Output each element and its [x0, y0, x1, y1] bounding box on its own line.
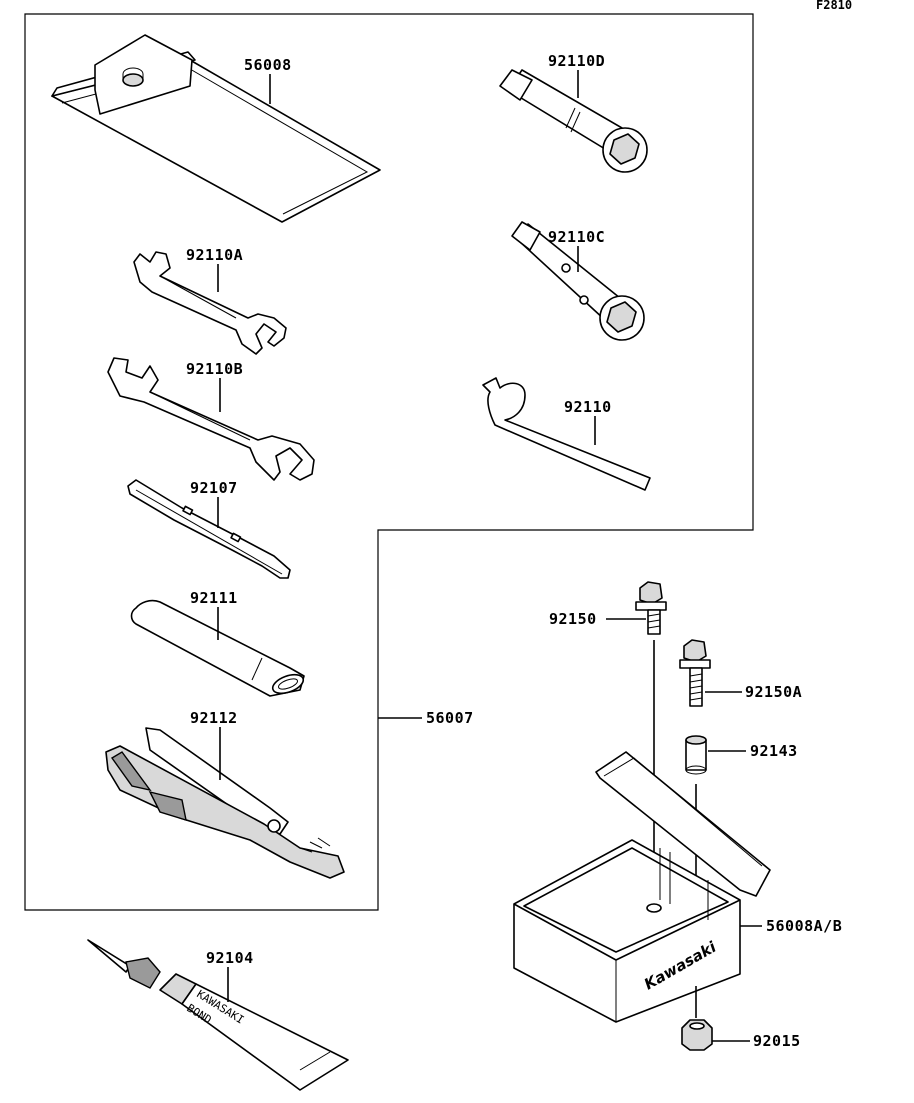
label-92112: 92112: [190, 709, 238, 727]
label-56008AB: 56008A/B: [766, 917, 842, 935]
bolt-92150: [635, 581, 667, 635]
plug-wrench-92110C: [511, 221, 645, 341]
label-92107: 92107: [190, 479, 238, 497]
extension-bar-92111: [130, 599, 305, 697]
pliers-92112: [105, 727, 345, 879]
label-92150A: 92150A: [745, 683, 802, 701]
open-wrench-92110A: [133, 251, 287, 355]
tool-group-border: [24, 13, 754, 911]
label-92110C: 92110C: [548, 228, 605, 246]
open-wrench-92110B: [107, 357, 315, 481]
label-92110A: 92110A: [186, 246, 243, 264]
label-92015: 92015: [753, 1032, 801, 1050]
label-56007: 56007: [426, 709, 474, 727]
bolt-92150A: [679, 639, 711, 707]
label-92110B: 92110B: [186, 360, 243, 378]
nut-92015: [681, 1019, 713, 1051]
label-92143: 92143: [750, 742, 798, 760]
screwdriver-bit-92107: [127, 479, 291, 579]
tool-case-56008AB: Kawasaki: [513, 751, 771, 1023]
label-92110D: 92110D: [548, 52, 605, 70]
label-92104: 92104: [206, 949, 254, 967]
tool-pouch-56008: [51, 34, 381, 223]
bond-tube-92104: KAWASAKI BOND: [87, 939, 349, 1091]
figure-code: F2810: [816, 0, 852, 12]
collar-92143: [685, 735, 707, 775]
label-92150: 92150: [549, 610, 597, 628]
box-wrench-92110D: [499, 69, 648, 173]
label-92110: 92110: [564, 398, 612, 416]
hook-wrench-92110: [482, 377, 651, 491]
label-56008: 56008: [244, 56, 292, 74]
label-92111: 92111: [190, 589, 238, 607]
